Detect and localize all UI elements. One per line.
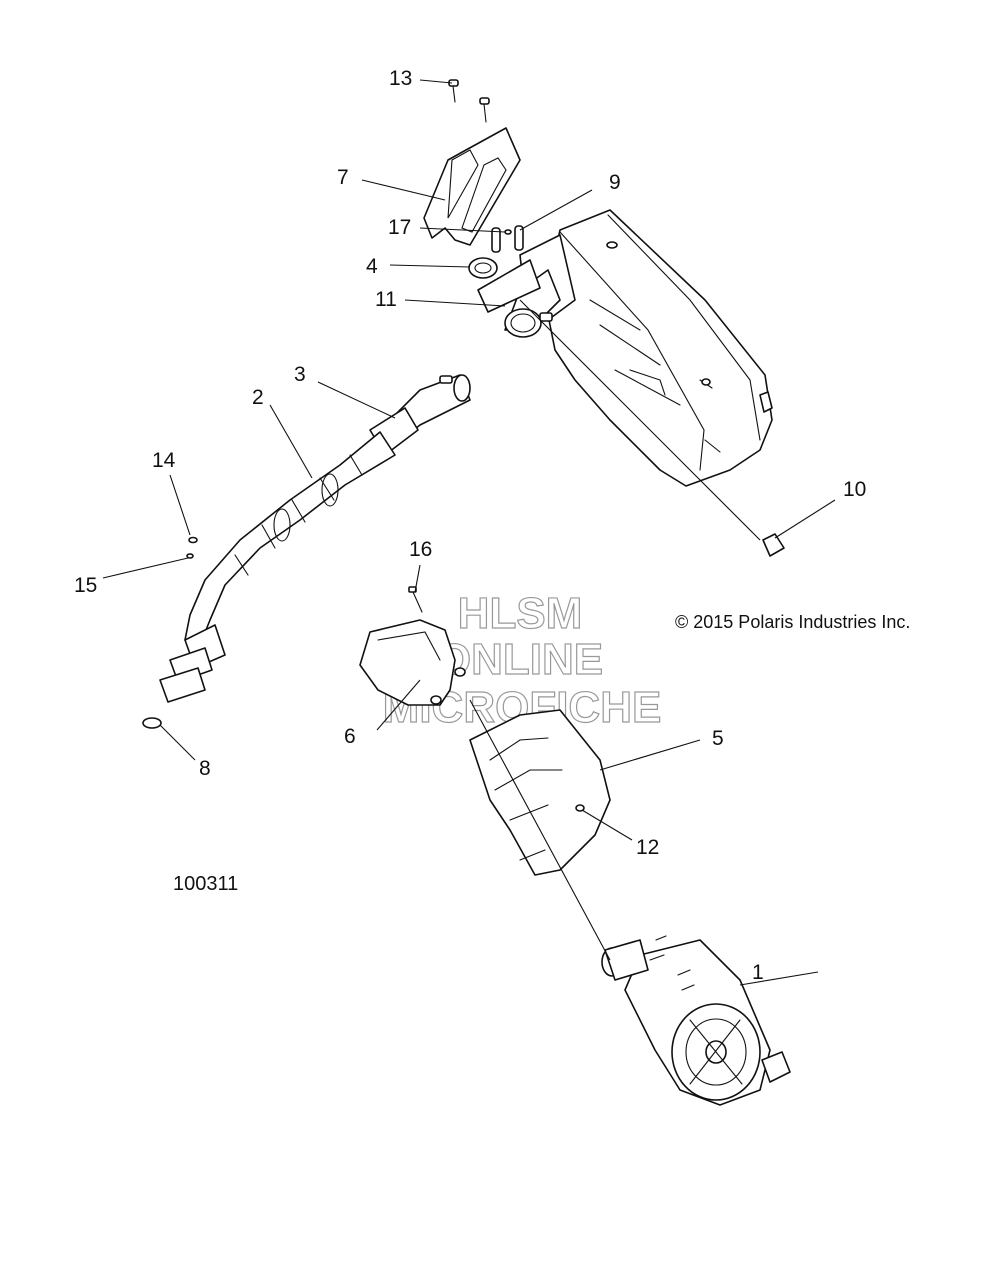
copyright-notice: © 2015 Polaris Industries Inc. [675, 612, 910, 632]
callout-5: 5 [712, 727, 724, 750]
diagram-id: 100311 [173, 873, 238, 895]
watermark-line-2: ONLINE [437, 635, 603, 684]
part-2-header-pipe [159, 431, 396, 703]
callout-8: 8 [199, 757, 211, 780]
part-5-heat-shield [469, 709, 611, 876]
callout-1: 1 [752, 961, 764, 984]
callout-10: 10 [843, 478, 866, 501]
callout-13: 13 [389, 67, 412, 90]
part-8-gasket [142, 717, 162, 729]
callout-16: 16 [409, 538, 432, 561]
watermark-line-1: HLSM [458, 589, 583, 638]
part-6-heat-shield [359, 619, 466, 706]
callout-6: 6 [344, 725, 356, 748]
part-11-clamp [504, 308, 553, 338]
part-10-plug [762, 533, 785, 557]
part-9-spacers [491, 225, 524, 253]
callout-15: 15 [74, 574, 97, 597]
callout-7: 7 [337, 166, 349, 189]
callout-2: 2 [252, 386, 264, 409]
callout-3: 3 [294, 363, 306, 386]
part-13-bolts [448, 79, 490, 123]
callout-12: 12 [636, 836, 659, 859]
part-4-gasket [468, 257, 541, 313]
callout-17: 17 [388, 216, 411, 239]
part-14-15-hardware [186, 536, 198, 559]
part-1-muffler [601, 935, 791, 1106]
callout-14: 14 [152, 449, 176, 472]
rear-muffler [504, 209, 773, 487]
callout-4: 4 [366, 255, 378, 278]
callouts: 1 2 3 4 5 6 7 8 9 10 11 12 13 14 15 16 1… [74, 67, 866, 984]
leader-lines [102, 79, 836, 986]
callout-11: 11 [375, 288, 397, 311]
callout-9: 9 [609, 171, 621, 194]
part-7-bracket [423, 127, 521, 246]
